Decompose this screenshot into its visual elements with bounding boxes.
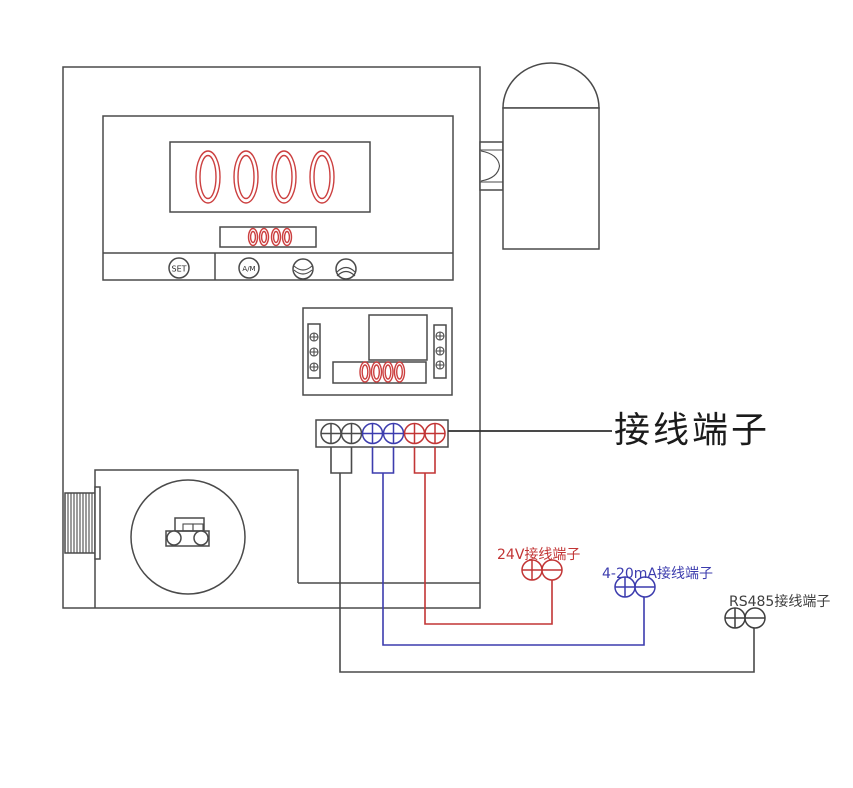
signal-420ma-wire <box>371 447 645 646</box>
terminal-6-plus-icon <box>424 422 446 445</box>
terminal-3-plus-icon <box>361 422 384 445</box>
hex-nut-edges <box>480 149 503 183</box>
hex-nut <box>479 141 504 191</box>
cable-gland <box>64 486 101 560</box>
gland-flange <box>94 486 101 560</box>
am-button-circle <box>238 257 260 279</box>
probe-dome <box>502 62 600 109</box>
terminal-block <box>315 419 449 448</box>
am-button-label: A/M <box>242 265 255 273</box>
label-rs485: RS485接线端子 <box>729 593 830 610</box>
secondary-display <box>219 226 317 248</box>
rs485-wire <box>330 447 755 673</box>
up-arrow-icon <box>336 266 356 277</box>
sensor-element-pin-right <box>193 530 209 546</box>
module-display <box>332 361 427 384</box>
24v-minus-terminal-icon <box>541 559 563 581</box>
display-panel-outline <box>102 115 454 281</box>
down-arrow-button <box>292 258 314 280</box>
external-terminal-420ma: 4-20mA接线端子 <box>602 565 713 598</box>
set-button: SET <box>168 257 190 279</box>
terminal-block-label: 接线端子 <box>614 410 770 451</box>
module-outline <box>302 307 453 396</box>
420ma-plus-terminal-icon <box>614 576 636 598</box>
hex-nut-chamfer <box>480 150 501 182</box>
probe-body <box>502 107 600 250</box>
rs485-minus-terminal-icon <box>744 607 766 629</box>
enclosure-outline <box>62 66 481 609</box>
gland-thread-hatch <box>67 493 93 553</box>
label-24v: 24V接线端子 <box>497 546 580 563</box>
terminal-2-plus-icon <box>340 422 363 445</box>
power-24v-wire <box>413 447 553 625</box>
transmitter-module <box>302 307 453 396</box>
external-terminal-rs485: RS485接线端子 <box>724 593 830 629</box>
24v-plus-terminal-icon <box>521 559 543 581</box>
external-terminal-24v: 24V接线端子 <box>497 546 580 581</box>
device-enclosure <box>62 66 481 609</box>
sensor-housing <box>130 479 246 595</box>
sensor-element-pin-left <box>166 530 182 546</box>
set-button-circle <box>168 257 190 279</box>
sensor-element-base <box>165 530 210 547</box>
main-display <box>169 141 371 213</box>
wiring <box>330 447 755 673</box>
terminal-4-plus-icon <box>382 422 405 445</box>
sensor-probe <box>479 62 600 250</box>
module-window <box>368 314 428 361</box>
display-panel: SET A/M <box>102 115 454 281</box>
down-button-circle <box>292 258 314 280</box>
terminal-5-plus-icon <box>403 422 426 445</box>
rs485-plus-terminal-icon <box>724 607 746 629</box>
module-screw-strip-left <box>307 323 321 379</box>
auto-manual-button: A/M <box>238 257 260 279</box>
down-arrow-icon <box>293 265 313 275</box>
sensor-element <box>165 517 210 547</box>
up-button-circle <box>335 258 357 280</box>
up-arrow-button <box>335 258 357 280</box>
sensor-opening-circle <box>130 479 246 595</box>
module-screw-strip-right <box>433 324 447 379</box>
set-button-label: SET <box>171 265 186 274</box>
terminal-1-plus-icon <box>320 422 342 445</box>
